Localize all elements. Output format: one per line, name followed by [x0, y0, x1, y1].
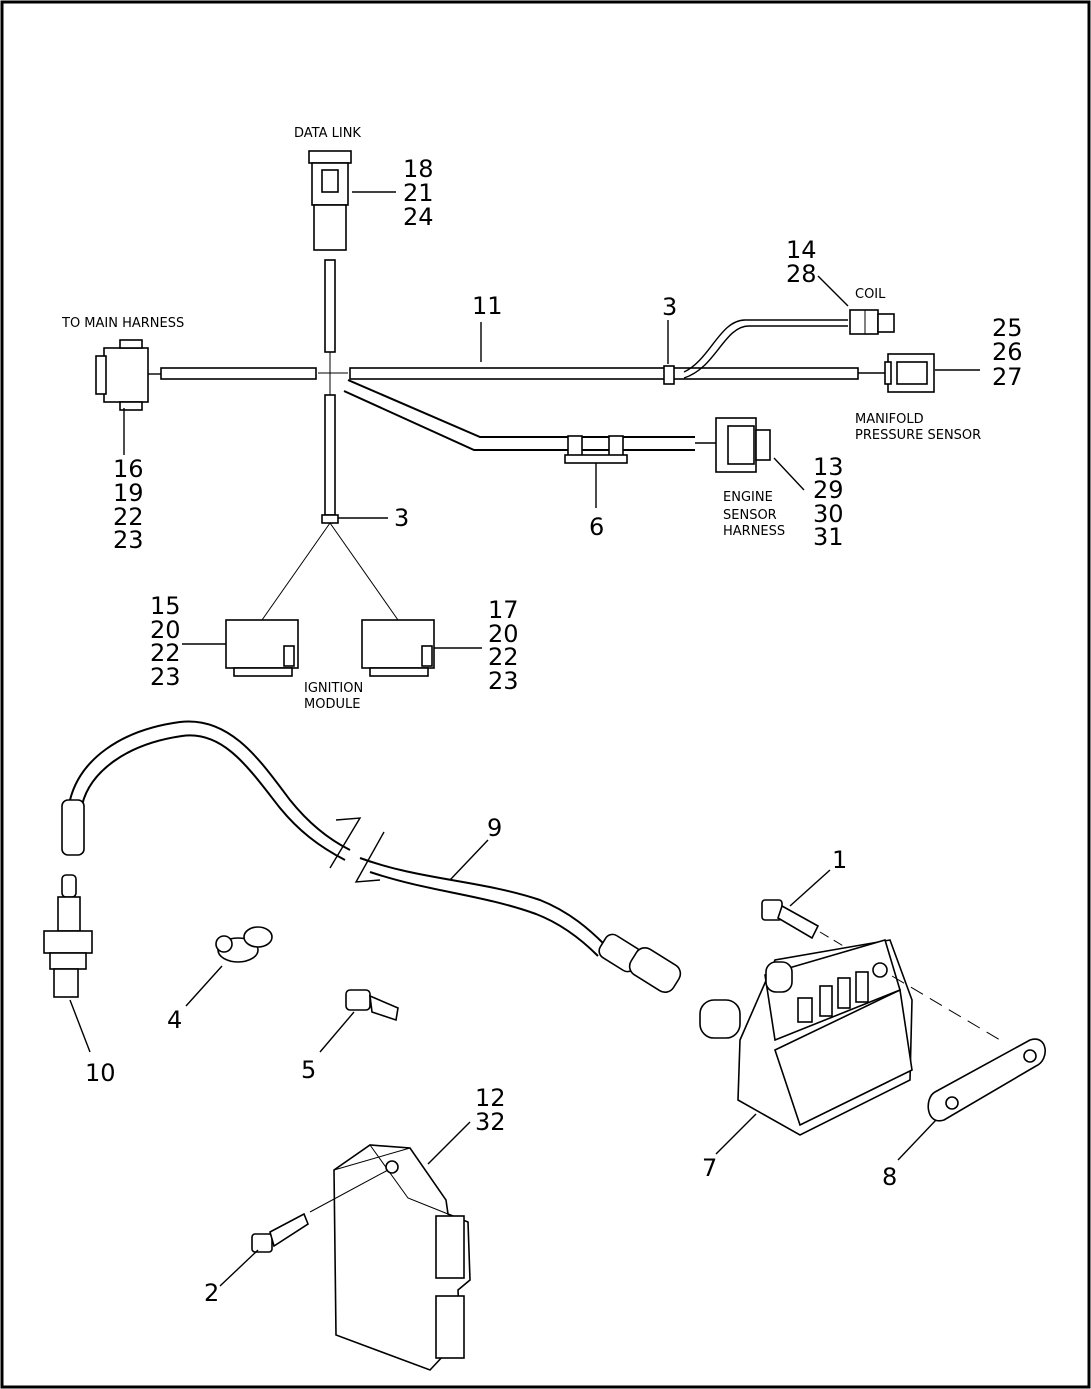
harness-branch-down	[324, 394, 336, 516]
callout-number: 20	[488, 620, 519, 648]
label-engine-line1: ENGINE	[723, 490, 773, 505]
callout-number: 25	[992, 314, 1023, 342]
callout-number: 8	[882, 1163, 897, 1191]
clip-6	[564, 454, 628, 464]
label-engine-line3: HARNESS	[723, 524, 785, 539]
callout-number: 15	[150, 592, 181, 620]
callout-number: 23	[488, 667, 519, 695]
callout-data-link: 18 21 24	[403, 155, 434, 231]
label-ignition-line1: IGNITION	[304, 681, 363, 696]
callout-number: 20	[150, 616, 181, 644]
callout-manifold: 25 26 27	[992, 314, 1023, 391]
clip-5	[319, 989, 399, 1053]
callout-number: 7	[702, 1154, 717, 1182]
callout-number: 23	[113, 526, 144, 554]
callout-number: 22	[113, 503, 144, 531]
harness-branch-up	[324, 259, 336, 353]
callout-number: 13	[813, 453, 844, 481]
callout-ignition-right: 17 20 22 23	[488, 596, 519, 695]
callout-number: 3	[394, 504, 409, 532]
callout-number: 22	[488, 643, 519, 671]
label-manifold-line2: PRESSURE SENSOR	[855, 428, 981, 443]
screw-1	[761, 869, 851, 951]
coil-connector	[817, 275, 895, 335]
callout-number: 23	[150, 663, 181, 691]
callout-number: 9	[487, 814, 502, 842]
callout-module: 12 32	[475, 1084, 506, 1136]
callout-number: 17	[488, 596, 519, 624]
label-coil: COIL	[855, 287, 886, 302]
callout-number: 21	[403, 179, 434, 207]
callout-number: 2	[204, 1279, 219, 1307]
manifold-sensor-connector	[858, 353, 980, 393]
ignition-coil	[699, 939, 1001, 1155]
ignition-module	[333, 1121, 471, 1371]
ignition-connector-left	[182, 619, 299, 677]
callout-engine-sensor: 13 29 30 31	[813, 453, 844, 551]
callout-number: 16	[113, 455, 144, 483]
callout-number: 31	[813, 523, 844, 551]
main-harness-connector	[95, 339, 161, 455]
label-to-main-harness: TO MAIN HARNESS	[61, 316, 184, 331]
data-link-connector	[308, 150, 396, 251]
callout-number: 10	[85, 1059, 116, 1087]
label-engine-line2: SENSOR	[723, 508, 777, 523]
callout-number: 12	[475, 1084, 506, 1112]
callout-number: 24	[403, 203, 434, 231]
screw-2	[219, 1169, 389, 1287]
spark-plug	[43, 874, 93, 1053]
harness-main-trunk	[349, 367, 859, 380]
callout-number: 30	[813, 500, 844, 528]
callout-number: 11	[472, 292, 503, 320]
callout-number: 5	[301, 1056, 316, 1084]
callout-number: 3	[662, 293, 677, 321]
callout-number: 29	[813, 476, 844, 504]
label-manifold-line1: MANIFOLD	[855, 412, 924, 427]
callout-coil: 14 28	[786, 236, 817, 288]
label-ignition-line2: MODULE	[304, 697, 360, 712]
callout-number: 27	[992, 363, 1023, 391]
harness-assembly	[95, 150, 980, 677]
engine-sensor-connector	[715, 417, 805, 491]
callout-number: 32	[475, 1108, 506, 1136]
callout-main-harness: 16 19 22 23	[113, 455, 144, 554]
callout-number: 28	[786, 260, 817, 288]
ignition-connector-right	[361, 619, 482, 677]
clip-3-lower	[321, 514, 339, 524]
callout-number: 1	[832, 846, 847, 874]
callout-number: 22	[150, 639, 181, 667]
label-data-link: DATA LINK	[294, 126, 361, 141]
harness-branch-left	[160, 367, 317, 380]
spark-plug-wire	[61, 720, 682, 993]
callout-number: 19	[113, 479, 144, 507]
callout-number: 26	[992, 338, 1023, 366]
bracket-8	[897, 1038, 1046, 1161]
callout-number: 18	[403, 155, 434, 183]
callout-ignition-left: 15 20 22 23	[150, 592, 181, 691]
callout-number: 14	[786, 236, 817, 264]
clip-3-top	[663, 365, 675, 385]
clip-4	[185, 926, 273, 1007]
callout-number: 6	[589, 513, 604, 541]
callout-number: 4	[167, 1006, 182, 1034]
